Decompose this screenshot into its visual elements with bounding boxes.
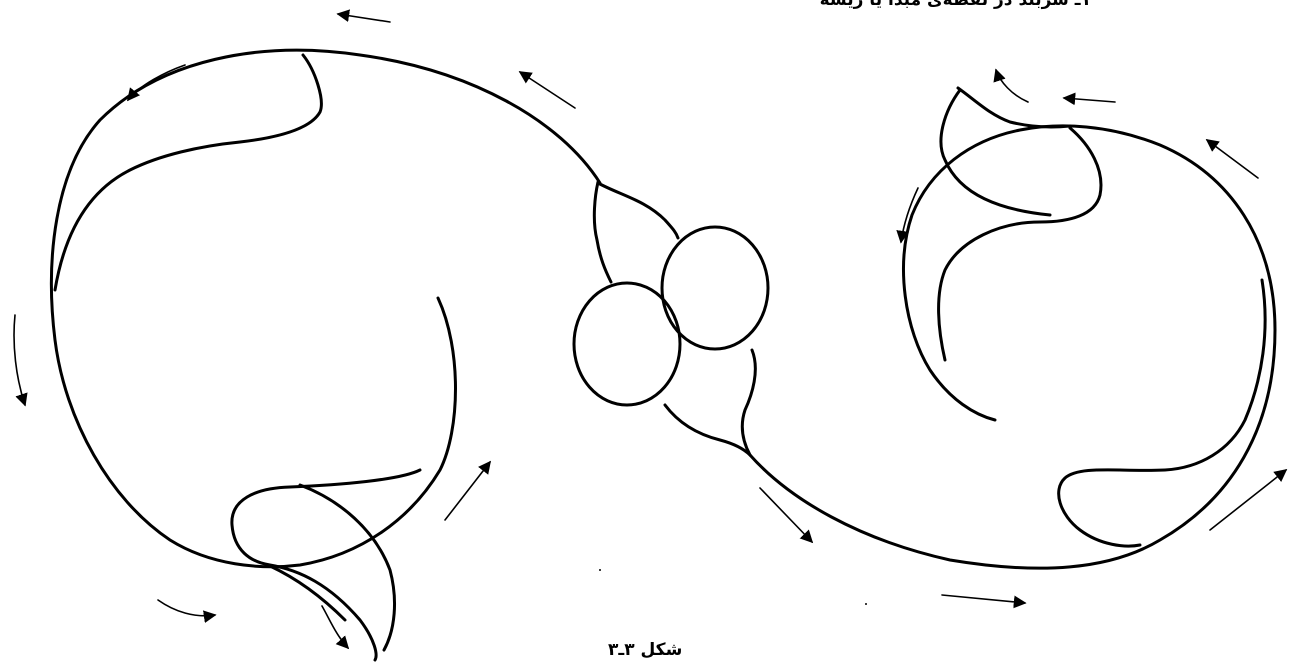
center-connector-lower-2: [742, 350, 755, 455]
right-loop-outer: [750, 126, 1275, 568]
stray-dot-1: [599, 569, 601, 571]
right-inner-lobe-top: [939, 128, 1101, 360]
stray-dot-2: [865, 603, 867, 605]
right-inner-lobe-bottom: [1059, 280, 1265, 546]
left-loop-outer: [51, 50, 600, 567]
arrow-13: [996, 70, 1028, 102]
arrow-12: [1064, 98, 1115, 102]
left-swirl-tail: [300, 485, 395, 650]
right-upper-swirl: [941, 90, 1050, 215]
arrow-10: [1210, 470, 1286, 530]
left-inner-lobe-top: [55, 55, 321, 290]
center-connector-lower: [665, 405, 750, 455]
arrow-9: [942, 595, 1025, 603]
center-connector-upper: [594, 182, 611, 282]
arrow-11: [1207, 140, 1258, 178]
arrow-14: [901, 188, 918, 242]
arrow-8: [760, 488, 812, 542]
arrow-6: [158, 600, 215, 616]
top-caption: ۱ـ سربند در نقطه‌ی مبدا یا ریشه: [820, 0, 1091, 10]
arrow-4: [14, 315, 25, 405]
center-circle-right: [662, 227, 768, 349]
center-connector-upper-2: [598, 183, 678, 238]
arrow-5: [445, 462, 490, 520]
figure-caption: شکل ۳ـ۳: [608, 640, 682, 660]
arrow-3: [520, 72, 575, 108]
arrow-1: [338, 14, 390, 22]
